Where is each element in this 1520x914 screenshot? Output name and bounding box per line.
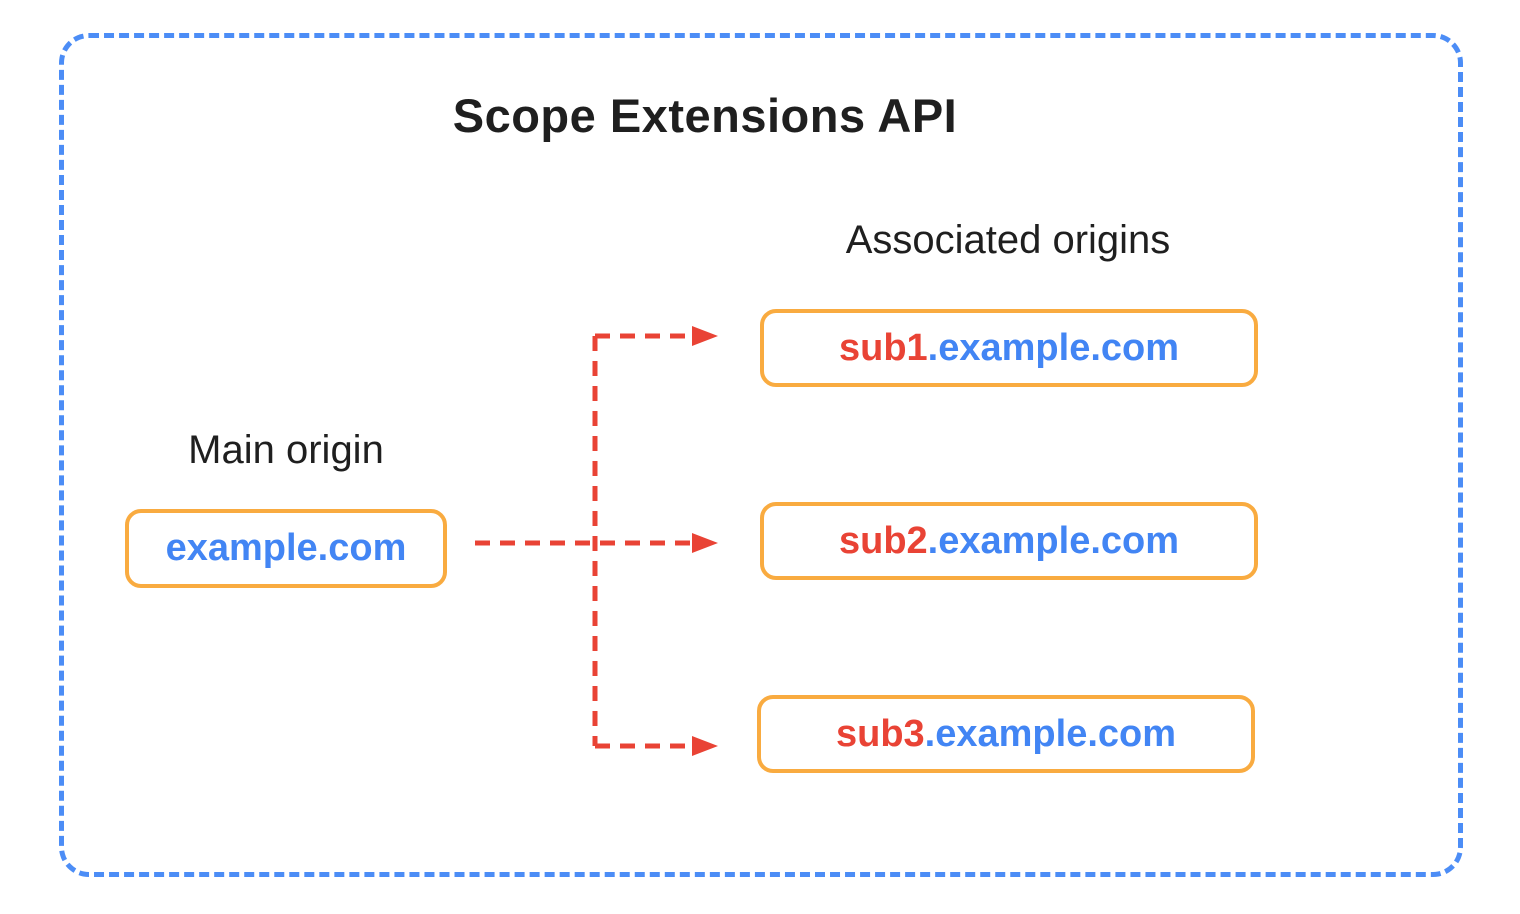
main-origin-domain: example.com: [165, 527, 407, 569]
associated-origin-box-sub3: sub3.example.com: [757, 695, 1255, 773]
associated-origin-box-sub1: sub1.example.com: [760, 309, 1258, 387]
main-origin-label: Main origin: [188, 428, 384, 472]
diagram-title: Scope Extensions API: [452, 89, 958, 142]
domain-suffix-text: .example.com: [927, 326, 1180, 369]
main-origin-box: example.com: [125, 509, 447, 588]
associated-origin-box-sub2: sub2.example.com: [760, 502, 1258, 580]
subdomain-text: sub2: [838, 519, 928, 562]
scope-boundary-frame: [59, 33, 1463, 877]
domain-suffix-text: .example.com: [927, 519, 1180, 562]
associated-origins-label: Associated origins: [845, 218, 1171, 262]
domain-suffix-text: .example.com: [924, 712, 1177, 755]
subdomain-text: sub1: [838, 326, 928, 369]
subdomain-text: sub3: [835, 712, 925, 755]
